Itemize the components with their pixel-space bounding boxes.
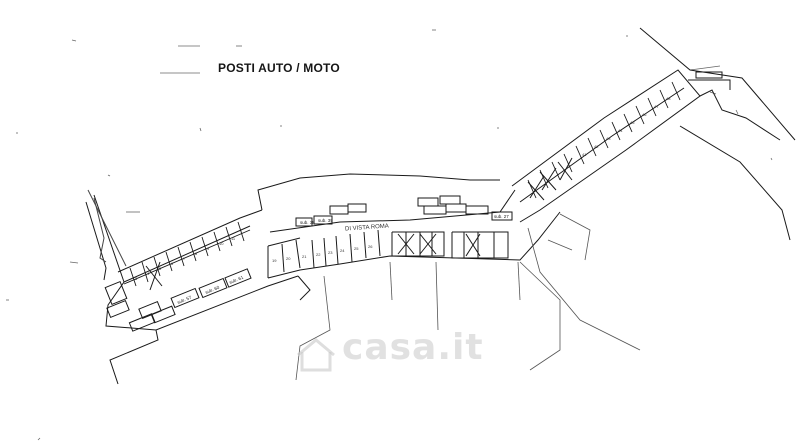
svg-text:44: 44: [618, 128, 623, 133]
sub-label-60: sub. 60: [205, 285, 221, 295]
svg-text:47: 47: [654, 104, 659, 109]
right-parking-block: 41 42 43 44 45 46 47 48: [511, 69, 701, 223]
sub-label-38: sub. 38: [300, 220, 315, 225]
sub-label-61: sub. 61: [229, 275, 245, 285]
svg-text:24: 24: [340, 248, 345, 253]
svg-text:7: 7: [183, 256, 186, 261]
svg-text:20: 20: [286, 256, 291, 261]
svg-text:23: 23: [328, 250, 333, 255]
svg-text:21: 21: [302, 254, 307, 259]
svg-text:10: 10: [219, 241, 224, 246]
stall-numbers-center: 19 20 21 22 23 24 25 26: [272, 244, 373, 263]
svg-text:42: 42: [594, 144, 599, 149]
svg-text:26: 26: [368, 244, 373, 249]
svg-text:4: 4: [147, 271, 150, 276]
sub-label-39: sub. 39: [318, 218, 333, 223]
sub-label-57: sub. 57: [177, 295, 193, 305]
moto-spaces-center: [295, 195, 513, 227]
adjacent-building-top-right: [639, 27, 796, 241]
svg-text:25: 25: [354, 246, 359, 251]
svg-text:5: 5: [159, 266, 162, 271]
scan-noise: [6, 29, 773, 441]
svg-text:6: 6: [171, 261, 174, 266]
reserved-stall-left: [145, 261, 163, 291]
left-structures: [87, 189, 127, 267]
svg-text:19: 19: [272, 258, 277, 263]
stall-numbers-left: 3 4 5 6 7 8 9 10 11: [135, 236, 236, 281]
stall-numbers-right: 41 42 43 44 45 46 47 48: [582, 96, 671, 157]
right-arm-stalls: [527, 81, 681, 199]
reserved-stalls-center: [397, 233, 481, 257]
plan-title: POSTI AUTO / MOTO: [218, 61, 340, 75]
svg-text:43: 43: [606, 136, 611, 141]
lower-structures: [295, 213, 641, 381]
svg-text:8: 8: [195, 251, 198, 256]
moto-spaces-left: [104, 268, 252, 332]
svg-text:3: 3: [135, 276, 138, 281]
svg-text:46: 46: [642, 112, 647, 117]
watermark-text: casa.it: [342, 327, 484, 368]
left-parking-block: 3 4 5 6 7 8 9 10 11: [85, 173, 500, 385]
svg-text:11: 11: [231, 236, 236, 241]
svg-text:41: 41: [582, 152, 587, 157]
svg-text:9: 9: [207, 246, 210, 251]
central-parking-block: 19 20 21 22 23 24 25 26: [267, 189, 641, 381]
sub-label-27: sub. 27: [494, 214, 509, 219]
svg-text:22: 22: [316, 252, 321, 257]
svg-text:48: 48: [666, 96, 671, 101]
watermark-house-icon: [297, 338, 335, 372]
sub-labels: sub. 57 sub. 60 sub. 61 sub. 38 sub. 39 …: [177, 214, 510, 305]
svg-text:45: 45: [630, 120, 635, 125]
left-arm-stalls: [123, 221, 251, 287]
reserved-stalls-right: [527, 157, 573, 201]
